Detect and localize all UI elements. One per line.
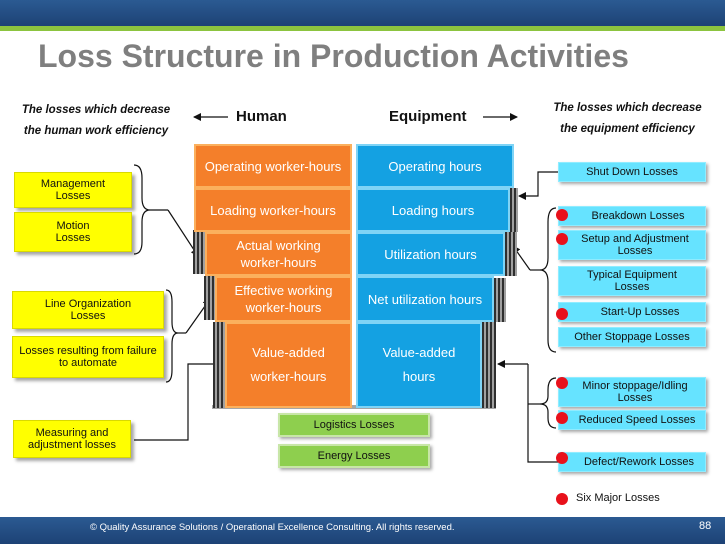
equipment-level-value-added: Value-added hours	[356, 322, 482, 408]
legend-marker-icon	[556, 493, 568, 505]
brace-icon	[539, 377, 557, 429]
equipment-header: Equipment	[389, 108, 467, 125]
loss-start-up: Start-Up Losses	[558, 302, 706, 322]
equipment-loss-hatch	[494, 278, 506, 322]
legend-label: Six Major Losses	[576, 492, 660, 504]
right-caption-line: the equipment efficiency	[560, 123, 695, 135]
loss-breakdown: Breakdown Losses	[558, 206, 706, 226]
bar-base	[212, 405, 496, 409]
brace-icon	[133, 164, 151, 255]
human-loss-hatch	[213, 322, 225, 408]
header-bar	[0, 0, 725, 26]
equipment-level-net-utilization: Net utilization hours	[356, 276, 494, 322]
equipment-level-utilization: Utilization hours	[356, 232, 505, 276]
brace-icon	[539, 207, 557, 353]
loss-minor-stoppage: Minor stoppage/Idling Losses	[558, 377, 706, 407]
human-level-effective: Effective working worker-hours	[215, 276, 352, 322]
loss-reduced-speed: Reduced Speed Losses	[558, 410, 706, 430]
left-caption-line: The losses which decrease	[21, 104, 171, 116]
loss-shut-down: Shut Down Losses	[558, 162, 706, 182]
loss-defect-rework: Defect/Rework Losses	[558, 452, 706, 472]
loss-line-organization: Line Organization Losses	[12, 291, 164, 329]
human-level-value-added: Value-added worker-hours	[225, 322, 352, 408]
major-loss-marker-icon	[556, 233, 568, 245]
human-header: Human	[236, 108, 287, 125]
loss-typical-equipment: Typical Equipment Losses	[558, 266, 706, 296]
major-loss-marker-icon	[556, 412, 568, 424]
equipment-level-operating: Operating hours	[356, 144, 514, 188]
loss-management: Management Losses	[14, 172, 132, 208]
brace-icon	[165, 289, 179, 383]
loss-other-stoppage: Other Stoppage Losses	[558, 327, 706, 347]
major-loss-marker-icon	[556, 377, 568, 389]
major-loss-marker-icon	[556, 209, 568, 221]
left-caption: The losses which decrease the human work…	[12, 100, 180, 142]
human-level-actual: Actual working worker-hours	[205, 232, 352, 276]
major-loss-marker-icon	[556, 308, 568, 320]
human-loss-hatch	[204, 276, 215, 320]
human-loss-hatch	[193, 230, 205, 274]
loss-energy: Energy Losses	[278, 444, 430, 468]
right-caption: The losses which decrease the equipment …	[545, 98, 710, 140]
footer-text: © Quality Assurance Solutions / Operatio…	[90, 522, 455, 533]
equipment-loss-hatch	[482, 322, 496, 408]
human-level-operating: Operating worker-hours	[194, 144, 352, 188]
human-level-loading: Loading worker-hours	[194, 188, 352, 232]
loss-logistics: Logistics Losses	[278, 413, 430, 437]
loss-motion: Motion Losses	[14, 212, 132, 252]
footer-bar	[0, 517, 725, 544]
page-number: 88	[699, 520, 712, 532]
loss-measuring-adjustment: Measuring and adjustment losses	[13, 420, 131, 458]
loss-failure-to-automate: Losses resulting from failure to automat…	[12, 336, 164, 378]
page-title: Loss Structure in Production Activities	[38, 38, 629, 74]
equipment-level-loading: Loading hours	[356, 188, 510, 232]
loss-setup-adjustment: Setup and Adjustment Losses	[558, 230, 706, 260]
equipment-loss-hatch	[510, 188, 518, 232]
major-loss-marker-icon	[556, 452, 568, 464]
accent-stripe	[0, 26, 725, 31]
equipment-loss-hatch	[505, 232, 517, 276]
left-caption-line: the human work efficiency	[23, 125, 169, 137]
right-caption-line: The losses which decrease	[553, 102, 702, 114]
